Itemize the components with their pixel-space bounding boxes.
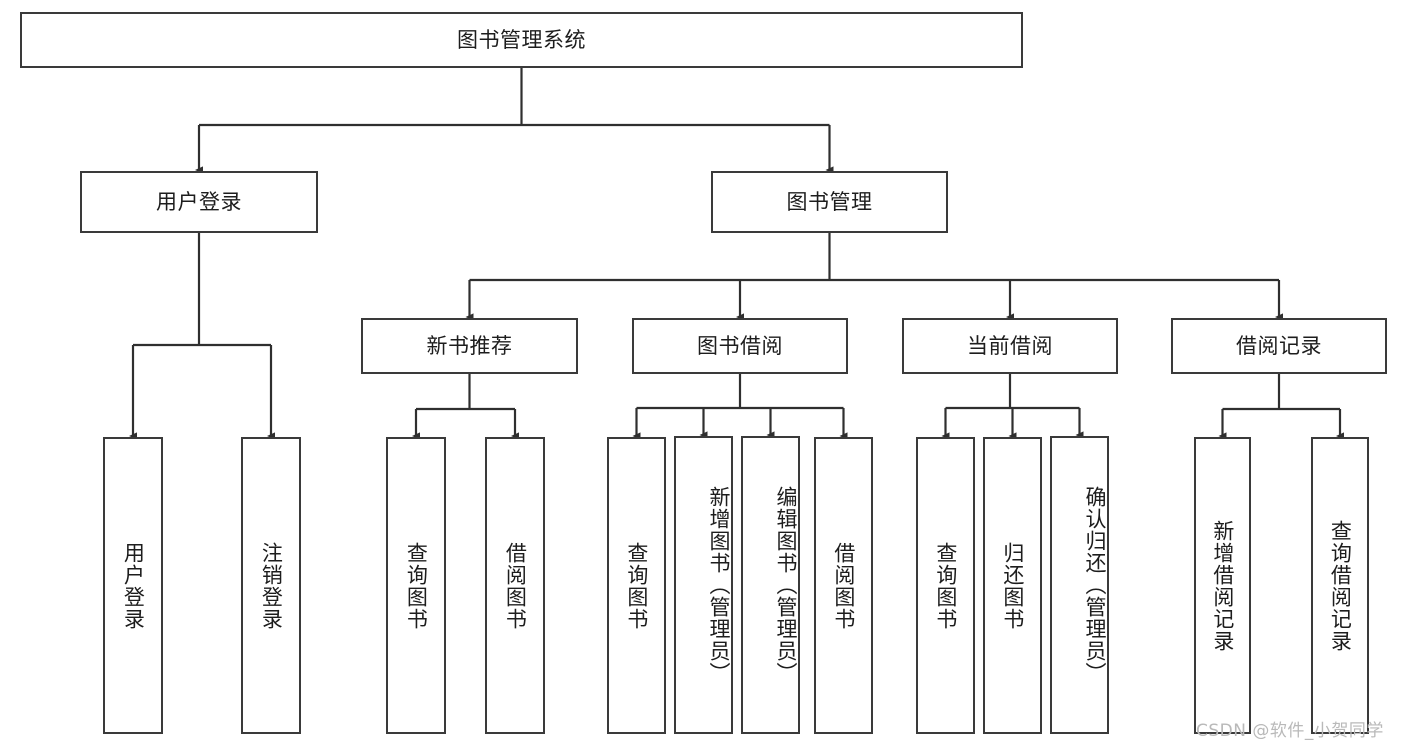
leaf-query-book-current[interactable]: 查询图书	[916, 437, 975, 734]
node-book-borrow[interactable]: 图书借阅	[632, 318, 848, 374]
node-new-book-recommend[interactable]: 新书推荐	[361, 318, 578, 374]
leaf-add-book-admin[interactable]: 新增图书（管理员）	[674, 436, 733, 734]
node-current-borrow[interactable]: 当前借阅	[902, 318, 1118, 374]
leaf-return-book[interactable]: 归还图书	[983, 437, 1042, 734]
leaf-query-book-recommend[interactable]: 查询图书	[386, 437, 446, 734]
node-book-management[interactable]: 图书管理	[711, 171, 948, 233]
leaf-borrow-book[interactable]: 借阅图书	[814, 437, 873, 734]
csdn-watermark: CSDN @软件_小贺同学	[1196, 721, 1384, 741]
node-borrow-record[interactable]: 借阅记录	[1171, 318, 1387, 374]
leaf-user-login[interactable]: 用户登录	[103, 437, 163, 734]
node-user-login[interactable]: 用户登录	[80, 171, 318, 233]
leaf-borrow-book-recommend[interactable]: 借阅图书	[485, 437, 545, 734]
leaf-add-borrow-record[interactable]: 新增借阅记录	[1194, 437, 1251, 734]
leaf-edit-book-admin[interactable]: 编辑图书（管理员）	[741, 436, 800, 734]
leaf-confirm-return-admin[interactable]: 确认归还（管理员）	[1050, 436, 1109, 734]
leaf-logout[interactable]: 注销登录	[241, 437, 301, 734]
node-root[interactable]: 图书管理系统	[20, 12, 1023, 68]
leaf-query-book-borrow[interactable]: 查询图书	[607, 437, 666, 734]
leaf-query-borrow-record[interactable]: 查询借阅记录	[1311, 437, 1369, 734]
